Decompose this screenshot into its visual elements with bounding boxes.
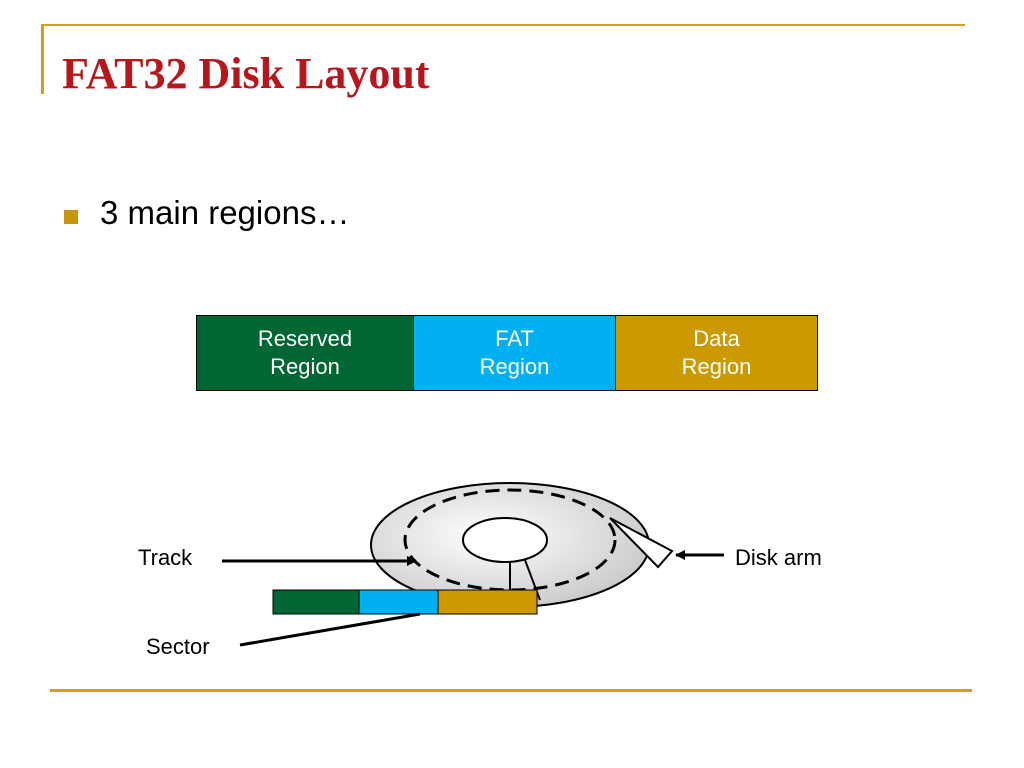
region-fat: FAT Region — [413, 316, 615, 390]
disk-track — [403, 488, 617, 592]
frame-left-rule — [41, 24, 44, 94]
region-reserved: Reserved Region — [197, 316, 413, 390]
sector-pointer-line — [239, 612, 421, 647]
disk-spindle — [462, 517, 548, 563]
region-reserved-label: Reserved Region — [257, 326, 353, 379]
sector-segment-fat — [358, 589, 439, 615]
bullet-text: 3 main regions… — [100, 194, 350, 231]
frame-top-rule — [41, 24, 965, 26]
region-fat-label: FAT Region — [479, 326, 550, 379]
slide-title: FAT32 Disk Layout — [62, 49, 430, 98]
sector-segment-reserved — [272, 589, 360, 615]
track-label: Track — [138, 545, 193, 570]
region-bar: Reserved Region FAT Region Data Region — [196, 315, 818, 391]
sector-segment-data — [437, 589, 538, 615]
disk-arm-label: Disk arm — [735, 545, 822, 570]
frame-bottom-rule — [50, 689, 972, 692]
square-bullet-icon — [64, 210, 78, 224]
region-data-label: Data Region — [681, 326, 752, 379]
sector-label: Sector — [146, 634, 210, 659]
region-data: Data Region — [615, 316, 817, 390]
disk-arm-icon — [609, 517, 674, 569]
